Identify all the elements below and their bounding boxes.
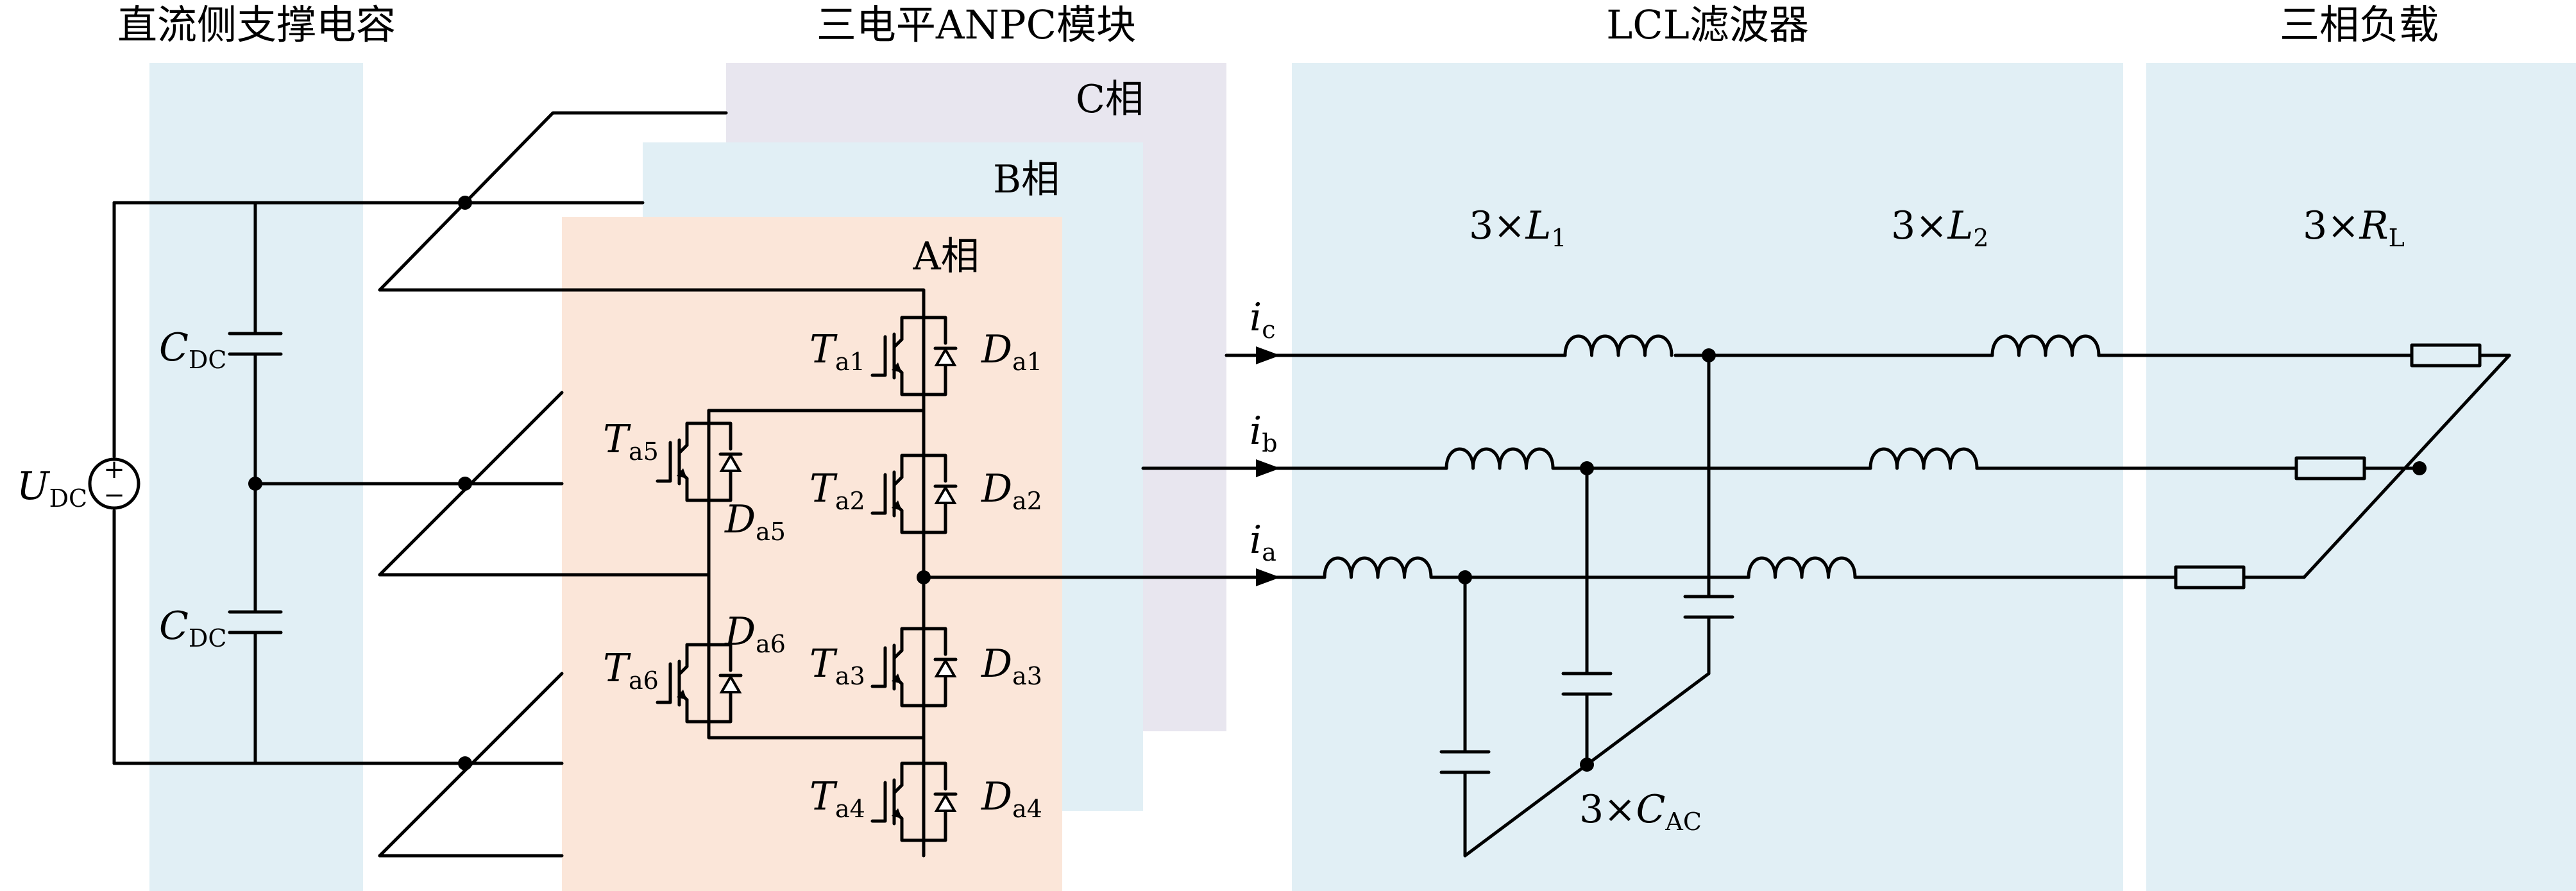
diode-label-da4: Da4 xyxy=(981,774,1042,823)
svg-text:+: + xyxy=(103,455,125,484)
phase-a-label: A相 xyxy=(912,234,979,279)
switch-label-ta3: Ta3 xyxy=(809,641,865,690)
diode-label-da2: Da2 xyxy=(981,466,1042,515)
igbt-ta3 xyxy=(870,627,958,708)
neutral-rail-junction xyxy=(458,477,472,491)
switch-label-ta1: Ta1 xyxy=(809,327,865,376)
dc-voltage-source: + − xyxy=(88,455,140,510)
diode-label-da1: Da1 xyxy=(981,327,1042,376)
dc-capacitor-lower-label: CDC xyxy=(159,604,226,652)
load-resistor-label: 3×RL xyxy=(2303,203,2405,252)
dc-capacitor-lower xyxy=(228,610,283,634)
anpc-module-title: 三电平ANPC模块 xyxy=(817,1,1136,48)
current-arrow-c xyxy=(1256,346,1280,364)
load-resistor-b xyxy=(2294,456,2366,480)
phase-a-panel xyxy=(562,217,1062,891)
capacitor-star-point xyxy=(1580,758,1594,772)
current-arrow-a xyxy=(1256,568,1280,586)
diode-label-da3: Da3 xyxy=(981,641,1042,690)
switch-label-ta5: Ta5 xyxy=(603,417,659,466)
inductor-l1-b xyxy=(1445,447,1555,470)
igbt-ta1 xyxy=(870,316,958,396)
inductor-l2-a xyxy=(1747,556,1857,579)
inductor-l1-c xyxy=(1563,334,1674,357)
filter-inductors xyxy=(1323,334,2101,579)
igbt-ta5 xyxy=(656,421,743,502)
dc-capacitor-upper xyxy=(228,332,283,356)
igbt-ta4 xyxy=(870,761,958,842)
inductor-l1-label: 3×L1 xyxy=(1469,203,1566,252)
switch-label-ta4: Ta4 xyxy=(809,774,865,823)
ac-capacitor-b xyxy=(1561,672,1613,696)
load-star-point xyxy=(2412,461,2427,475)
filter-junction-b xyxy=(1580,461,1594,475)
ac-capacitor-c xyxy=(1683,595,1734,619)
current-label-ia: ia xyxy=(1250,518,1276,566)
current-label-ic: ic xyxy=(1250,295,1276,344)
lcl-wiring xyxy=(1430,353,2511,858)
lcl-filter-title: LCL滤波器 xyxy=(1606,1,1809,48)
dc-neutral-junction xyxy=(248,477,262,491)
svg-text:−: − xyxy=(103,480,125,510)
filter-junction-a xyxy=(1458,570,1472,584)
phase-a-output-junction xyxy=(917,570,931,584)
dc-capacitor-title: 直流侧支撑电容 xyxy=(117,1,396,48)
diode-label-da5: Da5 xyxy=(724,497,786,546)
phase-c-label: C相 xyxy=(1076,77,1144,122)
inductor-l1-a xyxy=(1323,556,1433,579)
dc-capacitor-upper-label: CDC xyxy=(159,325,226,374)
ac-capacitor-a xyxy=(1439,750,1491,774)
capacitor-cac-label: 3×CAC xyxy=(1579,787,1702,836)
inductor-l2-c xyxy=(1990,334,2101,357)
filter-junction-c xyxy=(1702,348,1716,362)
current-arrow-b xyxy=(1256,459,1280,477)
inductor-l2-b xyxy=(1868,447,1979,470)
phase-b-label: B相 xyxy=(993,157,1060,202)
load-title: 三相负载 xyxy=(2280,1,2439,48)
igbt-ta6 xyxy=(656,643,743,724)
diode-label-da6: Da6 xyxy=(724,609,786,658)
phase-output-lines xyxy=(1141,353,1567,579)
inductor-l2-label: 3×L2 xyxy=(1891,203,1988,252)
current-label-ib: ib xyxy=(1250,409,1278,457)
load-resistor-c xyxy=(2410,343,2482,368)
switch-label-ta6: Ta6 xyxy=(603,646,659,695)
load-resistor-a xyxy=(2174,565,2246,590)
igbt-ta2 xyxy=(870,454,958,534)
igbt-switches xyxy=(656,316,958,842)
neg-rail-junction xyxy=(458,756,472,770)
pos-rail-junction xyxy=(458,196,472,210)
dc-source-label: UDC xyxy=(17,464,87,513)
switch-label-ta2: Ta2 xyxy=(809,466,865,515)
